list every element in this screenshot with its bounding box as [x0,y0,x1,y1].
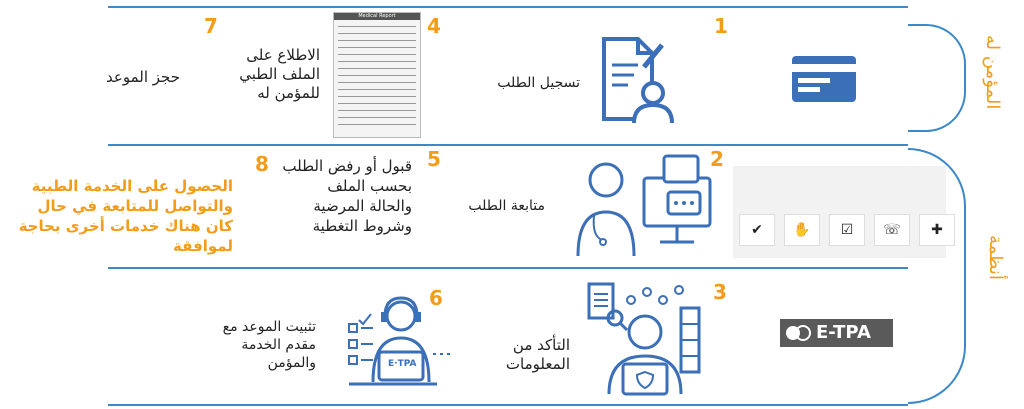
analyst-computer-icon [587,282,701,396]
step-1-text: تسجيل الطلب [497,75,580,91]
doctor-computer-icon [576,154,712,257]
agent-headset-icon [348,296,451,386]
step-1-number: 1 [714,14,728,38]
hand-tile-icon: ✋ [784,214,820,246]
row2-separator [108,267,908,269]
step-3-number: 3 [713,280,727,304]
row1-separator [108,144,908,146]
top-separator [108,6,908,8]
approve-tile-icon: ✔ [739,214,775,246]
insured-label: المؤمن له [982,35,1003,110]
step-2-number: 2 [710,147,724,171]
phone-tile-icon: ☏ [874,214,910,246]
etpa-logo-text: E-TPA [816,322,871,343]
step-2-text: متابعة الطلب [468,198,545,214]
step-6-text: تثبيت الموعد مع مقدم الخدمة والمؤمن [222,319,316,371]
step-6-number: 6 [429,286,443,310]
check-tile-icon: ☑ [829,214,865,246]
etpa-logo: E-TPA [780,319,893,347]
insured-bracket [908,24,966,132]
bottom-separator [108,404,908,406]
step-5-text: قبول أو رفض الطلب بحسب الملف والحالة الم… [282,157,412,235]
step-8-text: الحصول على الخدمة الطبية والتواصل للمتاب… [18,177,233,255]
document-user-icon [602,37,674,124]
hospital-tile-icon: ✚ [919,214,955,246]
step-3-text: التأكد من المعلومات [505,336,570,373]
app-screen-thumbnail: ✔ ✋ ☑ ☏ ✚ [733,166,955,258]
id-card-icon [792,56,856,102]
step-5-number: 5 [427,147,441,171]
step-8-number: 8 [255,152,269,176]
step-7-number: 7 [204,14,218,38]
step-4-number: 4 [427,14,441,38]
medical-report-thumbnail: Medical Report [333,12,421,138]
screen-badge-text: E·TPA [388,359,417,369]
logo-circles-icon [786,325,811,341]
step-4-text: الاطلاع على الملف الطبي للمؤمن له [239,46,320,102]
service-label: أنظمة [985,235,1006,280]
step-7-text: حجز الموعد [106,68,180,86]
